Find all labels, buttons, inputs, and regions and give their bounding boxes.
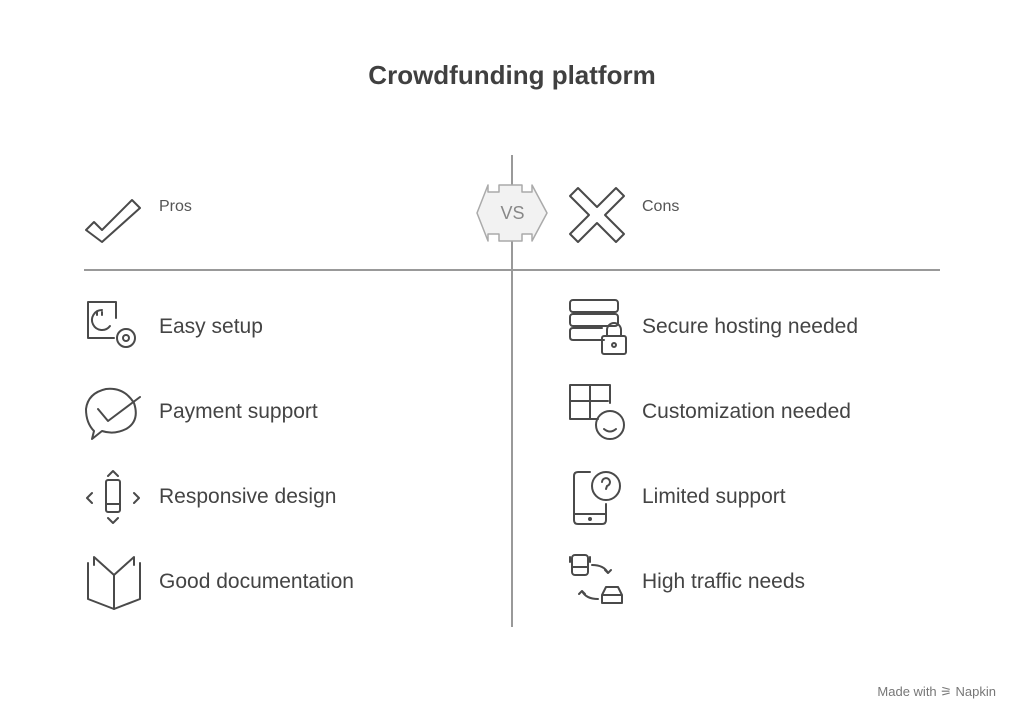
vertical-divider — [511, 155, 513, 627]
vs-badge-icon — [476, 184, 548, 242]
con-item: Secure hosting needed — [642, 315, 858, 338]
vs-label: VS — [500, 203, 525, 223]
responsive-device-icon — [86, 470, 140, 524]
cons-header: Cons — [642, 198, 680, 215]
open-book-icon — [87, 556, 141, 610]
bus-car-traffic-icon — [569, 554, 623, 604]
con-item: Limited support — [642, 485, 786, 508]
con-item: High traffic needs — [642, 570, 806, 593]
horizontal-divider — [84, 269, 940, 271]
pro-item: Good documentation — [159, 570, 354, 593]
pro-item: Responsive design — [159, 485, 337, 508]
plug-gear-icon — [87, 301, 136, 348]
server-lock-icon — [569, 299, 627, 355]
pro-item: Easy setup — [159, 315, 263, 338]
con-item: Customization needed — [642, 400, 851, 423]
chat-check-icon — [85, 387, 141, 440]
phone-question-icon — [573, 471, 621, 525]
pros-header: Pros — [159, 198, 192, 215]
pro-item: Payment support — [159, 400, 318, 423]
napkin-credit: Made with ⚞ Napkin — [877, 684, 996, 699]
page-title: Crowdfunding platform — [368, 60, 656, 90]
checkmark-icon — [85, 199, 141, 243]
puzzle-face-icon — [569, 384, 625, 440]
x-mark-icon — [569, 187, 625, 243]
